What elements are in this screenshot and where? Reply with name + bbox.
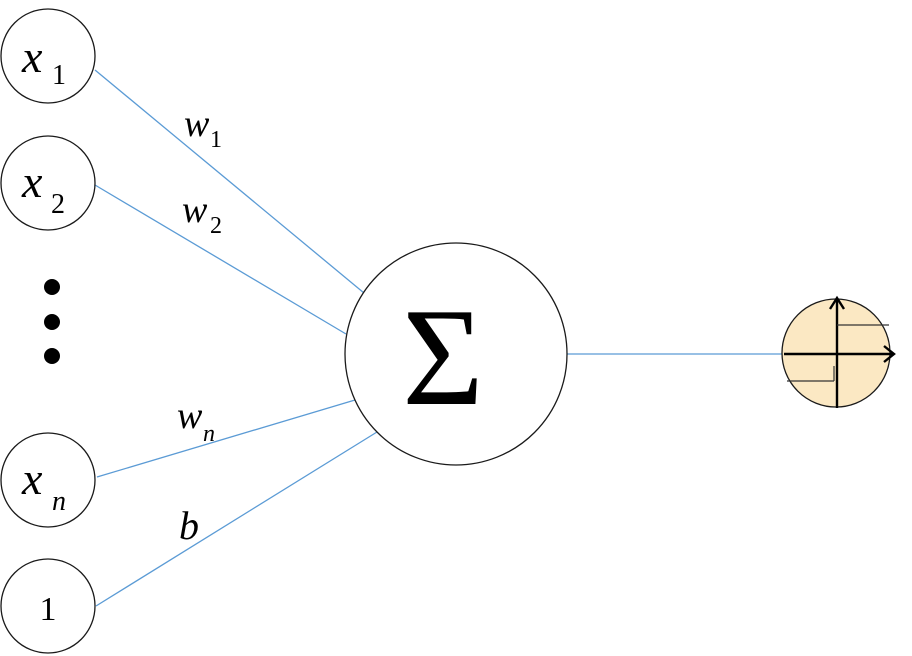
x2-sub: 2: [51, 189, 65, 220]
ellipsis-dot: [44, 279, 60, 295]
xn-var: x: [21, 453, 43, 504]
step-function-icon: [784, 295, 896, 408]
weight-label-b: b: [179, 503, 199, 548]
x2-var: x: [21, 156, 43, 207]
bias-node: 1: [0, 558, 96, 654]
x1-var: x: [21, 31, 43, 82]
activation-y-arrow: [828, 295, 846, 310]
b-var: b: [179, 503, 199, 548]
input-node-x1: x 1: [0, 8, 96, 104]
w1-var: w: [184, 103, 210, 145]
ellipsis-dots: [44, 279, 60, 364]
sum-symbol: Σ: [402, 280, 483, 435]
ellipsis-dot: [44, 348, 60, 364]
weight-label-w1: w 1: [184, 103, 222, 153]
input-node-x2: x 2: [0, 135, 96, 231]
input-node-xn: x n: [0, 432, 96, 528]
summation-node: Σ: [344, 242, 568, 466]
activation-x-arrow: [883, 345, 896, 363]
wn-var: w: [177, 395, 203, 437]
edge-bias-sum: [95, 431, 378, 607]
edge-x2-sum: [94, 184, 347, 335]
edge-xn-sum: [96, 399, 356, 478]
ellipsis-dot: [44, 314, 60, 330]
bias-label: 1: [40, 591, 57, 628]
wn-sub: n: [203, 421, 215, 447]
weight-label-wn: w n: [177, 395, 215, 447]
activation-node: [781, 295, 896, 408]
xn-sub: n: [52, 486, 66, 517]
x1-sub: 1: [52, 60, 66, 91]
w2-sub: 2: [210, 213, 222, 239]
weight-label-w2: w 2: [182, 189, 222, 239]
w2-var: w: [182, 189, 208, 231]
w1-sub: 1: [210, 127, 222, 153]
edge-x1-sum: [94, 69, 365, 294]
